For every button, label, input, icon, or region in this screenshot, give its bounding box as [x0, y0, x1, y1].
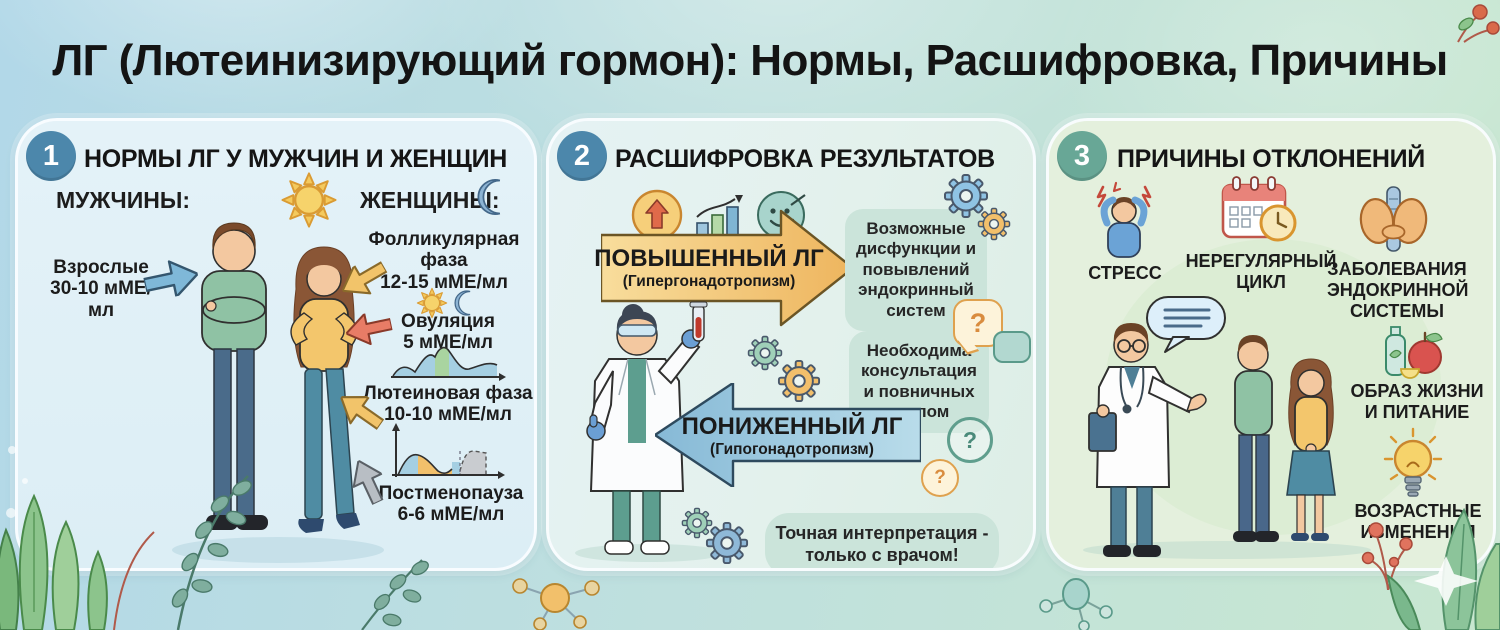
patients-illustration	[1233, 335, 1336, 542]
panel-norms: 1 НОРМЫ ЛГ У МУЖЧИН И ЖЕНЩИН МУЖЧИНЫ: ЖЕ…	[15, 118, 537, 571]
bubble-decoration	[22, 478, 28, 484]
scientist-illustration	[575, 301, 723, 562]
lightbulb-icon	[1383, 427, 1443, 497]
panel-results-heading: РАСШИФРОВКА РЕЗУЛЬТАТОВ	[615, 145, 995, 173]
luteal-annotation: Лютеиновая фаза 10-10 мМЕ/мл	[356, 383, 534, 426]
postmenopause-annotation: Постменопауза 6-6 мМЕ/мл	[366, 483, 534, 526]
ovulation-label: Овуляция	[401, 311, 495, 332]
lowered-title: ПОНИЖЕННЫЙ ЛГ	[681, 413, 903, 440]
doctor-illustration	[1088, 323, 1207, 557]
thyroid-icon	[1359, 186, 1428, 252]
question-mark: ?	[934, 467, 946, 488]
sprig-decoration	[361, 559, 429, 630]
stress-icon	[1096, 181, 1152, 258]
page-title: ЛГ (Лютеинизирующий гормон): Нормы, Расш…	[52, 36, 1448, 85]
follicular-value: 12-15 мМЕ/мл	[380, 271, 508, 293]
plant-decoration	[0, 493, 155, 630]
panel-causes-number-badge: 3	[1057, 131, 1107, 181]
gear-icon	[977, 207, 1011, 241]
bubble-decoration	[6, 508, 16, 518]
cycle-chart-2	[392, 423, 505, 479]
panel-causes: 3 ПРИЧИНЫ ОТКЛОНЕНИЙ СТРЕСС	[1046, 118, 1496, 571]
berry-decoration	[1457, 4, 1500, 43]
adults-label: Взрослые	[53, 257, 149, 278]
moon-icon	[477, 179, 501, 215]
question-circle-icon: ?	[921, 459, 959, 497]
elevated-title: ПОВЫШЕННЫЙ ЛГ	[594, 245, 824, 272]
sparkle-logo	[1414, 556, 1478, 606]
cause-lifestyle-label: ОБРАЗ ЖИЗНИ И ПИТАНИЕ	[1350, 381, 1484, 422]
speech-bubble-icon	[1146, 296, 1226, 353]
cause-endocrine-label: ЗАБОЛЕВАНИЯ ЭНДОКРИННОЙ СИСТЕМЫ	[1327, 259, 1469, 321]
plant-decoration	[1386, 507, 1500, 630]
men-label: МУЖЧИНЫ:	[56, 187, 191, 213]
luteal-value: 10-10 мМЕ/мл	[384, 404, 512, 426]
lowered-arrow	[655, 383, 921, 487]
panel-results: 2 РАСШИФРОВКА РЕЗУЛЬТАТОВ ПОВЫШЕН	[546, 118, 1036, 571]
couple-illustration	[172, 222, 384, 563]
calendar-clock-icon	[1221, 176, 1297, 242]
gear-icon	[705, 521, 749, 565]
cause-age-label: ВОЗРАСТНЫЕ ИЗМЕНЕНИЯ	[1354, 501, 1482, 542]
elevated-arrow	[601, 209, 853, 327]
question-mark: ?	[962, 426, 978, 453]
cause-stress-label: СТРЕСС	[1088, 263, 1162, 283]
sprig-decoration	[171, 475, 252, 630]
lowered-subtitle: (Гипогонадотропизм)	[710, 441, 874, 458]
postmenopause-label: Постменопауза	[378, 483, 524, 504]
follicular-label: Фолликулярная фаза	[368, 229, 520, 272]
women-label: ЖЕНЩИНЫ:	[360, 187, 500, 213]
adults-value: 30-10 мМЕ/мл	[50, 278, 152, 321]
speech-bubble-icon	[993, 331, 1031, 363]
berry-decoration	[1361, 522, 1413, 590]
nutrition-icon	[1385, 326, 1443, 379]
cycle-chart-1	[391, 346, 506, 381]
question-mark: ?	[969, 307, 987, 338]
ovulation-annotation: Овуляция 5 мМЕ/мл	[383, 311, 513, 354]
elevated-subtitle: (Гипергонадотропизм)	[622, 273, 796, 290]
panel-results-number-badge: 2	[557, 131, 607, 181]
cause-cycle-label: НЕРЕГУЛЯРНЫЙ ЦИКЛ	[1185, 251, 1337, 292]
molecule-decoration	[512, 578, 600, 630]
bubble-decoration	[8, 446, 16, 454]
panel-causes-heading: ПРИЧИНЫ ОТКЛОНЕНИЙ	[1117, 145, 1425, 173]
footer-note: Точная интерпретация - только с врачом!	[765, 513, 999, 568]
follicular-annotation: Фолликулярная фаза 12-15 мМЕ/мл	[344, 229, 534, 293]
panel-norms-heading: НОРМЫ ЛГ У МУЖЧИН И ЖЕНЩИН	[84, 145, 507, 173]
question-circle-icon: ?	[947, 417, 993, 463]
postmenopause-value: 6-6 мМЕ/мл	[397, 504, 505, 526]
molecule-decoration	[1039, 578, 1113, 630]
luteal-label: Лютеиновая фаза	[363, 383, 533, 404]
increase-icon	[631, 189, 683, 241]
panel-norms-number-badge: 1	[26, 131, 76, 181]
ovulation-value: 5 мМЕ/мл	[403, 332, 493, 354]
adults-annotation: Взрослые 30-10 мМЕ/мл	[38, 257, 164, 321]
